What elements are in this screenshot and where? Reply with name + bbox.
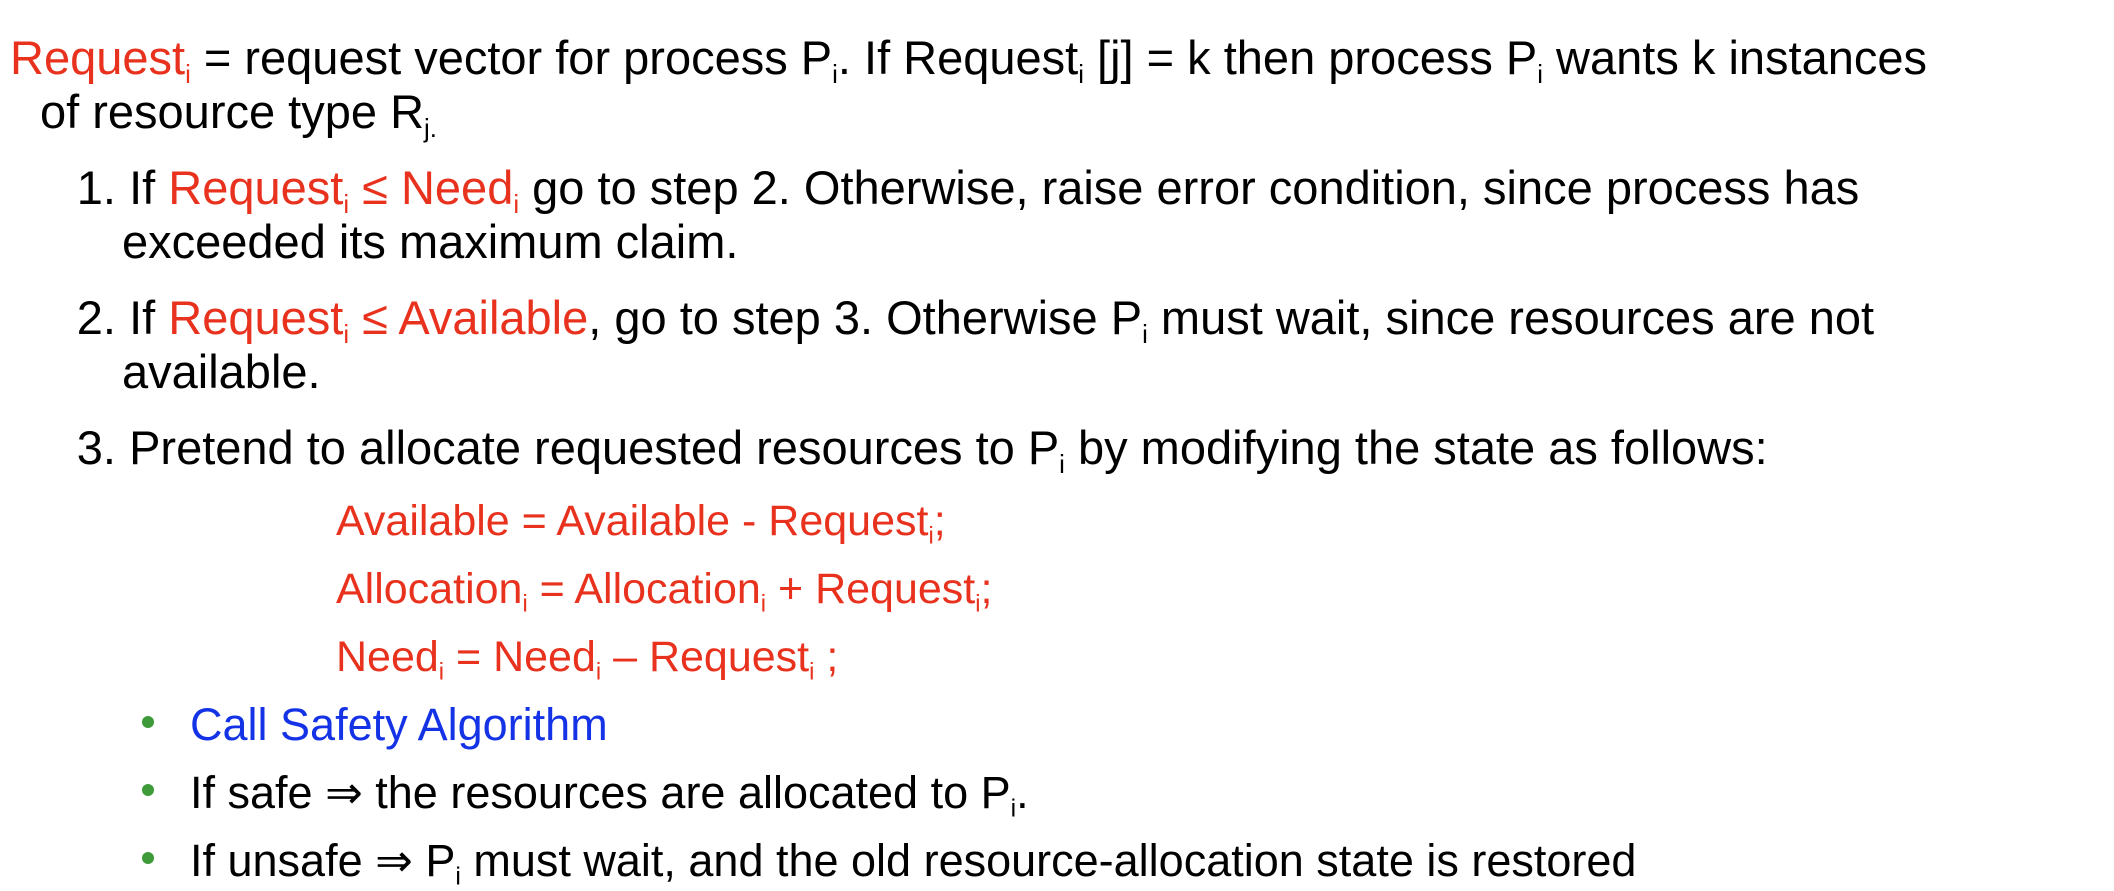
step-text: must wait, since resources are not bbox=[1147, 291, 1875, 344]
subscript: i bbox=[809, 659, 815, 686]
step-number: 2. bbox=[76, 291, 116, 344]
subscript: i bbox=[760, 591, 767, 618]
subscript: i bbox=[455, 863, 461, 891]
step-text: go to step 2. Otherwise, raise error con… bbox=[519, 161, 1860, 214]
step-1-continuation: exceeded its maximum claim. bbox=[122, 218, 738, 265]
bullet-text: If safe ⇒ the resources are allocated to… bbox=[190, 767, 1011, 818]
step-1: 1. If Requesti ≤ Needi go to step 2. Oth… bbox=[60, 161, 1860, 218]
subscript: i bbox=[1078, 61, 1084, 90]
formula-text: – Request bbox=[601, 633, 810, 681]
step-3: 3. Pretend to allocate requested resourc… bbox=[60, 421, 1768, 478]
intro-text: . If Request bbox=[837, 31, 1079, 84]
safety-link: Call Safety Algorithm bbox=[190, 699, 608, 750]
formula-available: Available = Available - Requesti; bbox=[336, 497, 946, 549]
step-text: available. bbox=[122, 345, 321, 398]
step-text: If bbox=[129, 291, 169, 344]
intro-text: [j] = k then process P bbox=[1084, 31, 1538, 84]
bullet-safety: Call Safety Algorithm bbox=[142, 702, 608, 747]
formula-text: = Need bbox=[444, 633, 596, 681]
formula-need: Needi = Needi – Requesti ; bbox=[336, 633, 839, 685]
request-term: Request bbox=[10, 31, 186, 84]
step-2: 2. If Requesti ≤ Available, go to step 3… bbox=[60, 291, 1875, 348]
bullet-text: If unsafe ⇒ P bbox=[190, 835, 456, 886]
subscript: i bbox=[1059, 451, 1065, 480]
formula-text: ; bbox=[980, 565, 993, 613]
intro-line-1: Requesti = request vector for process Pi… bbox=[10, 31, 1928, 88]
subscript: i bbox=[1537, 61, 1543, 90]
step-text: Pretend to allocate requested resources … bbox=[129, 421, 1060, 474]
subscript: i bbox=[185, 61, 191, 90]
formula-text: = Allocation bbox=[527, 565, 761, 613]
step-number: 1. bbox=[76, 161, 116, 214]
subscript: i bbox=[513, 191, 520, 220]
formula-text: Allocation bbox=[336, 565, 523, 613]
formula-allocation: Allocationi = Allocationi + Requesti; bbox=[336, 565, 993, 617]
subscript: i bbox=[832, 61, 838, 90]
condition-request: Request bbox=[168, 291, 344, 344]
formula-text: + Request bbox=[766, 565, 976, 613]
subscript: i bbox=[343, 191, 350, 220]
formula-text: Need bbox=[336, 633, 439, 681]
step-number: 3. bbox=[76, 421, 116, 474]
intro-text: wants k instances bbox=[1543, 31, 1928, 84]
step-2-continuation: available. bbox=[122, 348, 321, 395]
subscript: i bbox=[928, 523, 934, 550]
formula-text: ; bbox=[814, 633, 839, 681]
subscript: i bbox=[343, 321, 350, 350]
condition-available: ≤ Available bbox=[349, 291, 589, 344]
step-text: exceeded its maximum claim. bbox=[122, 215, 739, 268]
step-text: by modifying the state as follows: bbox=[1064, 421, 1768, 474]
subscript: i bbox=[1142, 321, 1148, 350]
bullet-unsafe: If unsafe ⇒ Pi must wait, and the old re… bbox=[142, 835, 1637, 890]
bullet-dot-icon bbox=[142, 784, 154, 797]
bullet-safe: If safe ⇒ the resources are allocated to… bbox=[142, 767, 1029, 822]
formula-text: Available = Available - Request bbox=[336, 497, 929, 545]
subscript: i bbox=[522, 591, 528, 618]
condition-need: ≤ Need bbox=[349, 161, 514, 214]
subscript: i bbox=[595, 659, 602, 686]
bullet-dot-icon bbox=[142, 716, 154, 729]
intro-text: of resource type R bbox=[40, 85, 425, 138]
subscript: j. bbox=[424, 115, 437, 144]
condition-request: Request bbox=[168, 161, 344, 214]
intro-line-2: of resource type Rj. bbox=[40, 85, 437, 142]
step-text: , go to step 3. Otherwise P bbox=[588, 291, 1143, 344]
subscript: i bbox=[438, 659, 445, 686]
step-text: If bbox=[129, 161, 169, 214]
formula-text: ; bbox=[933, 497, 946, 545]
bullet-dot-icon bbox=[142, 852, 154, 865]
subscript: i bbox=[975, 591, 981, 618]
subscript: i bbox=[1010, 795, 1017, 823]
bullet-text: . bbox=[1016, 767, 1029, 818]
bullet-text: must wait, and the old resource-allocati… bbox=[460, 835, 1637, 886]
intro-text: = request vector for process P bbox=[190, 31, 833, 84]
